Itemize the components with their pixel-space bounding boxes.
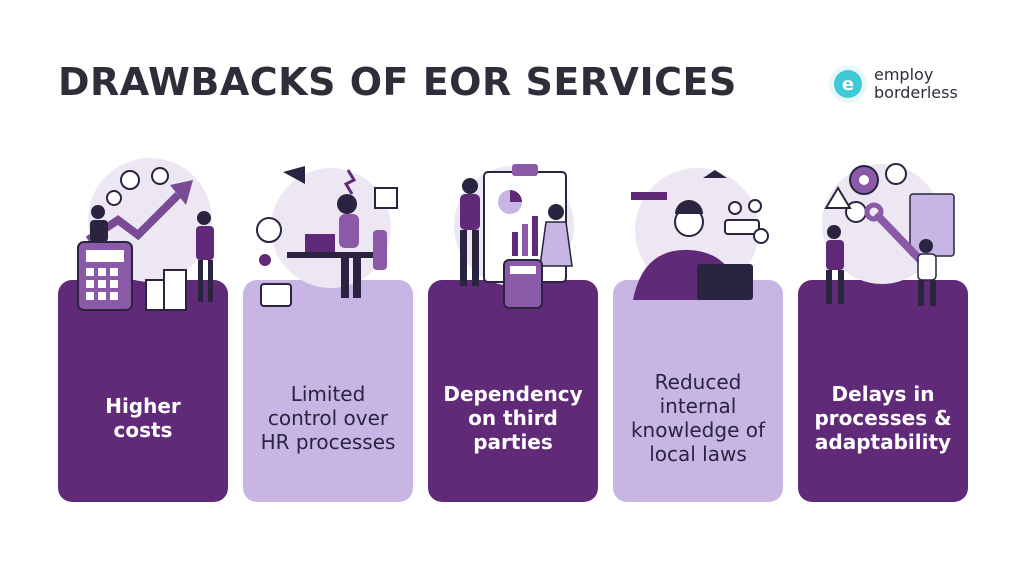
page-title: DRAWBACKS OF EOR SERVICES <box>58 60 737 104</box>
card-reduced-knowledge: Reduced internal knowledge of local laws <box>613 280 783 502</box>
card-label: Dependency on third parties <box>428 280 598 502</box>
card-label-line: Delays in <box>831 382 935 406</box>
logo-text-line-1: employ <box>874 65 934 84</box>
confused-laptop-user-illustration-icon <box>631 168 769 300</box>
card-label-line: Higher <box>105 394 181 418</box>
card-delays: Delays in processes & adaptability <box>798 280 968 502</box>
card-label-line: adaptability <box>814 430 952 454</box>
gears-wrench-illustration-icon <box>822 163 955 306</box>
card-label-line: HR processes <box>260 430 396 454</box>
logo-text-line-2: borderless <box>874 83 958 102</box>
card-label-line: processes & <box>814 406 952 430</box>
card-label-line: Dependency <box>443 382 583 406</box>
card-label-line: Reduced <box>654 370 742 394</box>
logo-e-icon: e <box>829 65 867 103</box>
card-label-line: control over <box>267 406 389 430</box>
logo-letter: e <box>842 74 854 95</box>
card-label: Limited control over HR processes <box>243 280 413 502</box>
employ-borderless-logo: e employ borderless <box>824 62 984 106</box>
stressed-worker-illustration-icon <box>256 166 398 307</box>
card-label-line: costs <box>113 418 173 442</box>
presentation-board-illustration-icon <box>454 164 574 309</box>
card-higher-costs: Higher costs <box>58 280 228 502</box>
rising-costs-illustration-icon <box>77 158 214 311</box>
card-label-line: on third <box>468 406 558 430</box>
card-label-line: Limited <box>290 382 366 406</box>
card-label-line: local laws <box>649 442 747 466</box>
logo-wordmark: employ borderless <box>874 66 958 102</box>
card-label-line: parties <box>473 430 553 454</box>
card-label: Reduced internal knowledge of local laws <box>613 280 783 502</box>
card-limited-control: Limited control over HR processes <box>243 280 413 502</box>
card-dependency: Dependency on third parties <box>428 280 598 502</box>
card-label-line: knowledge of <box>630 418 766 442</box>
card-label: Delays in processes & adaptability <box>798 280 968 502</box>
card-label: Higher costs <box>58 280 228 502</box>
card-label-line: internal <box>659 394 737 418</box>
